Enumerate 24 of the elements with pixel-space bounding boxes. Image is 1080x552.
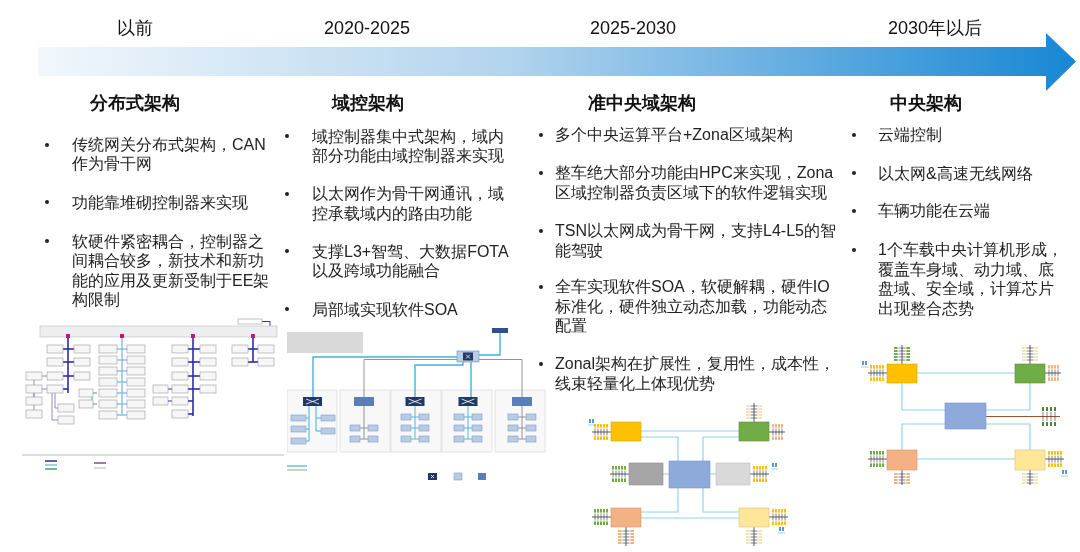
bullet-text: 功能靠堆砌控制器来实现 [72,192,249,213]
period-label: 以前 [117,17,153,39]
bullet-text: 局部域实现软件SOA [312,299,459,319]
bullet-text: 以太网作为骨干网通讯，域控承载域内的路由功能 [312,184,505,223]
bullet-text: 多个中央运算平台+Zona区域架构 [555,125,794,145]
bullet-text: 车辆功能在云端 [878,201,991,221]
bullet-text: 1个车载中央计算机形成，覆盖车身域、动力域、底盘域、安全域，计算芯片出现整合态势 [878,240,1064,319]
bullet-text: 支撑L3+智驾、大数据FOTA以及跨域功能融合 [312,241,510,281]
column-heading: 准中央域架构 [588,92,696,114]
column-heading: 中央架构 [890,92,962,114]
period-label: 2020-2025 [323,17,411,39]
column-heading: 分布式架构 [90,92,180,114]
period-label: 2025-2030 [589,17,677,39]
bullet-text: Zonal架构在扩展性，复用性，成本性，线束轻量化上体现优势 [555,354,837,394]
bullet-text: TSN以太网成为骨干网，支持L4-L5的智能驾驶 [555,221,837,261]
bullet-text: 以太网&高速无线网络 [878,163,1034,184]
bullet-text: 域控制器集中式架构，域内部分功能由域控制器来实现 [312,126,505,166]
column-heading: 域控架构 [332,92,404,114]
bullet-text: 整车绝大部分功能由HPC来实现，Zona区域控制器负责区域下的软件逻辑实现 [555,163,835,203]
period-label: 2030年以后 [888,17,982,39]
bullet-text: 传统网关分布式架构，CAN作为骨干网 [72,134,267,174]
bullet-text: 软硬件紧密耦合，控制器之间耦合较多，新技术和新功能的应用及更新受制于EE架构限制 [72,231,271,310]
bullet-text: 全车实现软件SOA，软硬解耦，硬件IO标准化，硬件独立动态加载，功能动态配置 [555,277,831,336]
bullet-text: 云端控制 [878,125,943,145]
